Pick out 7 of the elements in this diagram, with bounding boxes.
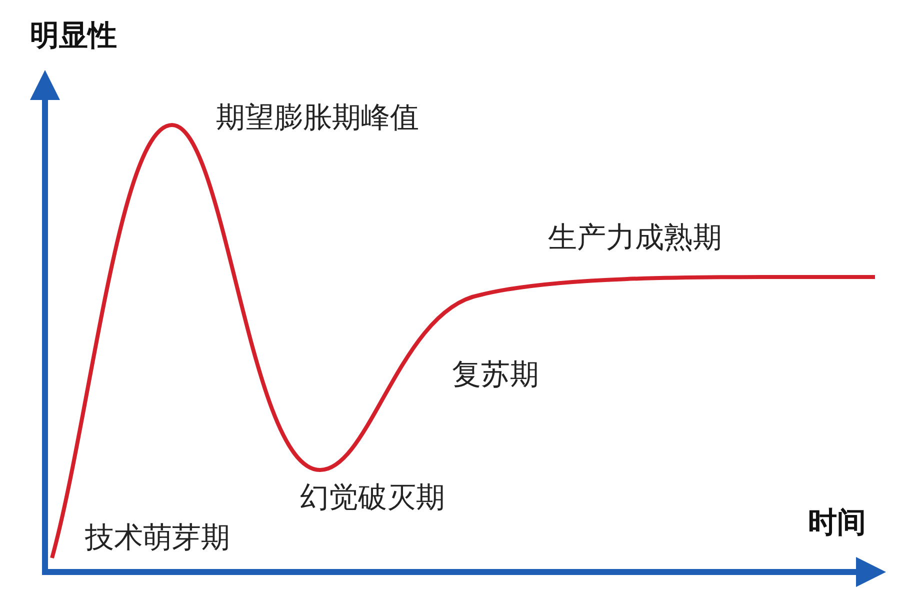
phase-label: 复苏期	[452, 357, 539, 392]
phase-label: 幻觉破灭期	[300, 480, 445, 515]
axis-label: 明显性	[30, 18, 117, 53]
axis-label: 时间	[808, 505, 866, 540]
phase-label: 技术萌芽期	[85, 520, 230, 555]
phase-label: 期望膨胀期峰值	[216, 100, 419, 135]
phase-label: 生产力成熟期	[548, 220, 722, 255]
